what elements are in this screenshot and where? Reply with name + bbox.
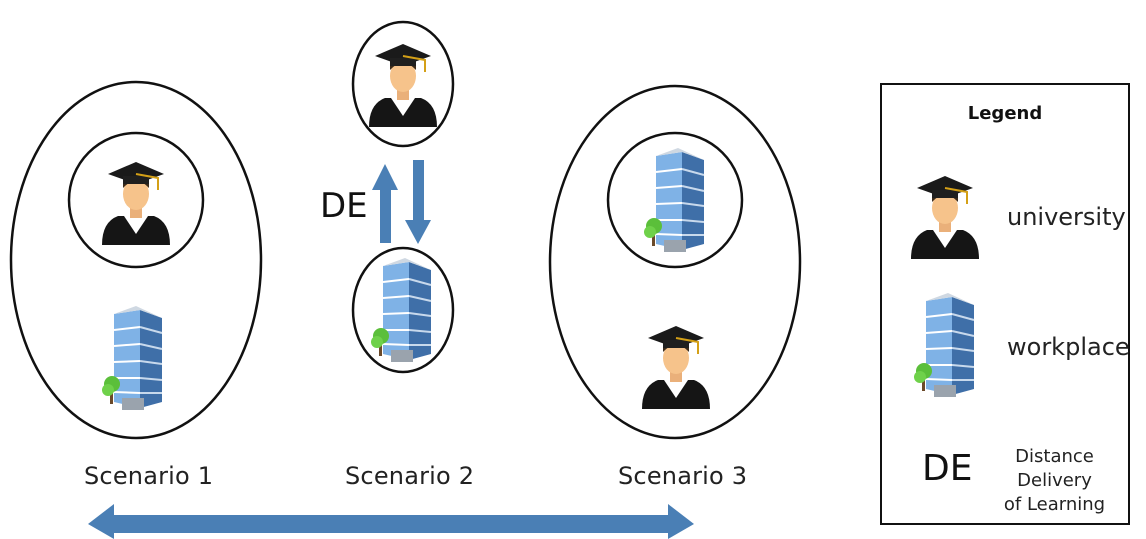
scenario-1-building-icon — [101, 305, 163, 411]
scenario-2-top-circle — [351, 20, 455, 148]
spectrum-double-arrow — [88, 504, 694, 539]
scenario-1-graduate-icon — [101, 161, 171, 246]
legend-title: Legend — [967, 103, 1043, 124]
scenario-1-inner-circle — [67, 131, 205, 269]
legend-workplace-text: workplace — [1007, 333, 1130, 361]
scenario-3-inner-circle — [606, 131, 744, 269]
scenario-2-graduate-icon — [368, 43, 438, 128]
scenario-1-group — [9, 80, 263, 440]
scenario-2-label: Scenario 2 — [345, 462, 475, 490]
legend-panel: Legend university workplace DE Distance … — [880, 83, 1130, 525]
de-arrow-label: DE — [320, 186, 368, 226]
scenario-2-group — [351, 20, 455, 374]
scenario-3-group — [548, 84, 802, 440]
scenario-3-graduate-icon — [641, 325, 711, 410]
scenario-3-label: Scenario 3 — [618, 462, 748, 490]
legend-de-line-2: of Learning — [1003, 494, 1106, 515]
legend-de-abbreviation: DE — [922, 448, 973, 489]
legend-university-text: university — [1007, 203, 1126, 231]
down-arrow — [405, 160, 431, 244]
scenario-1-outer-circle — [9, 80, 263, 440]
scenario-2-bottom-circle — [351, 246, 455, 374]
scenario-3-building-icon — [643, 147, 705, 253]
scenario-2-building-icon — [370, 257, 432, 363]
legend-de-line-1: Distance Delivery — [1015, 446, 1094, 491]
up-arrow — [372, 164, 398, 243]
scenario-1-label: Scenario 1 — [84, 462, 214, 490]
legend-de-description: Distance Delivery of Learning — [982, 445, 1127, 517]
scenario-3-outer-circle — [548, 84, 802, 440]
